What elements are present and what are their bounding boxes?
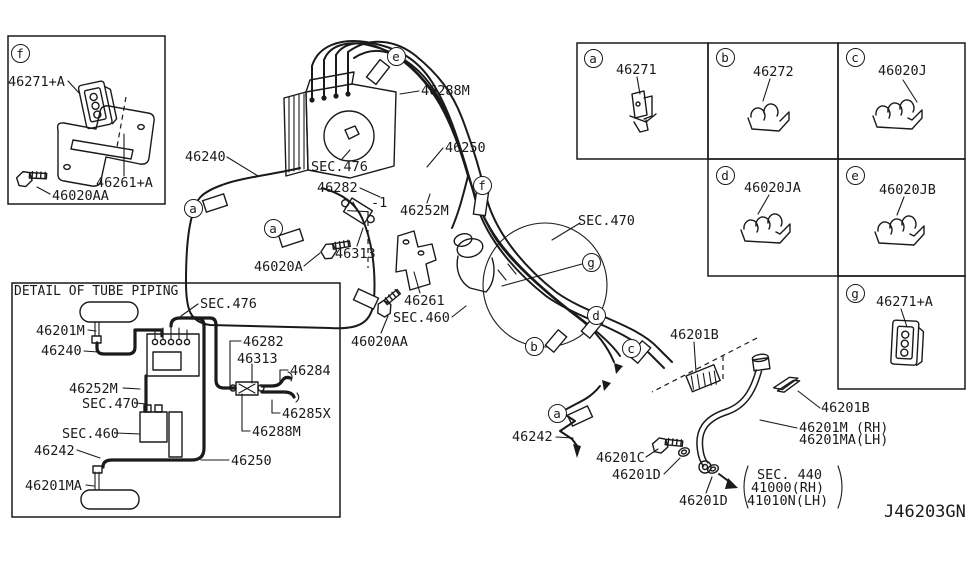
label-41000: 41000(RH) [751, 480, 825, 496]
sec470-area-drawing [453, 222, 608, 348]
grid-part-46020J: 46020J [878, 63, 927, 79]
label-d-46242: 46242 [34, 443, 75, 459]
detail-piping-drawing [79, 301, 300, 510]
label-46313: 46313 [335, 246, 376, 262]
marker-f-main: f [472, 175, 492, 195]
label-d-46288M: 46288M [252, 424, 301, 440]
grid-part-46271A: 46271+A [876, 294, 933, 310]
label-sec440: SEC. 440 [757, 467, 823, 483]
label-46242: 46242 [512, 429, 553, 445]
label-sec476: SEC.476 [311, 159, 368, 175]
grid-marker-b: b [715, 47, 735, 67]
label-46201B-right: 46201B [821, 400, 870, 416]
label-d-46282: 46282 [243, 334, 284, 350]
bracket-46261-drawing [395, 230, 437, 291]
grid-part-46272: 46272 [753, 64, 794, 80]
label-46201D-2: 46201D [679, 493, 728, 509]
label-46261: 46261 [404, 293, 445, 309]
grid-marker-c: c [845, 47, 865, 67]
label-46020AA: 46020AA [351, 334, 408, 350]
inset-bolt-drawing [14, 164, 50, 190]
tube-46242-drawing [559, 385, 601, 458]
label-46020A: 46020A [254, 259, 303, 275]
connector-46313-drawing [341, 197, 375, 225]
marker-f-inset: f [10, 43, 30, 63]
label-46201MA-lh: 46201MA(LH) [799, 432, 889, 448]
marker-g-main: g [581, 252, 601, 272]
label-d-sec470: SEC.470 [82, 396, 139, 412]
label-46288M: 46288M [421, 83, 470, 99]
tube-clips [201, 58, 652, 428]
marker-a-main-2: a [263, 218, 283, 238]
leader-lines [76, 76, 918, 494]
label-sec470: SEC.470 [578, 213, 635, 229]
label-d-46201MA: 46201MA [25, 478, 82, 494]
label-46201M-rh: 46201M (RH) [799, 420, 889, 436]
grid-marker-g: g [845, 283, 865, 303]
label-46261A-inset: 46261+A [96, 175, 153, 191]
label-d-46252M: 46252M [69, 381, 118, 397]
label-d-46240: 46240 [41, 343, 82, 359]
grid-marker-a: a [583, 48, 603, 68]
marker-b-main: b [524, 336, 544, 356]
grid-marker-e: e [845, 165, 865, 185]
abs-actuator-drawing [283, 51, 397, 179]
label-d-46284: 46284 [290, 363, 331, 379]
label-46282: 46282 [317, 180, 358, 196]
parts-grid-frame [576, 42, 966, 390]
label-d-46250: 46250 [231, 453, 272, 469]
label-46240: 46240 [185, 149, 226, 165]
marker-a-main-3: a [547, 403, 567, 423]
label-46201B-top: 46201B [670, 327, 719, 343]
detail-box-title: DETAIL OF TUBE PIPING [14, 284, 179, 299]
label-d-46201M: 46201M [36, 323, 85, 339]
label-d-sec476: SEC.476 [200, 296, 257, 312]
grid-part-46020JA: 46020JA [744, 180, 801, 196]
label-d-46313: 46313 [237, 351, 278, 367]
grid-marker-d: d [715, 165, 735, 185]
label-d-46285X: 46285X [282, 406, 331, 422]
label-46201D-1: 46201D [612, 467, 661, 483]
grid-part-46020JB: 46020JB [879, 182, 936, 198]
marker-d-main: d [586, 305, 606, 325]
label-46252M: 46252M [400, 203, 449, 219]
grid-part-46271: 46271 [616, 62, 657, 78]
marker-c-main: c [621, 338, 641, 358]
marker-a-main-1: a [183, 198, 203, 218]
inset-frame [7, 35, 166, 205]
label-46250: 46250 [445, 140, 486, 156]
label-41010N: 41010N(LH) [747, 493, 829, 509]
inset-bracket-drawing [56, 96, 155, 187]
label-sec460: SEC.460 [393, 310, 450, 326]
label-d-sec460: SEC.460 [62, 426, 119, 442]
label-46201C: 46201C [596, 450, 645, 466]
label-46020AA-inset: 46020AA [52, 188, 109, 204]
detail-box-frame [11, 282, 341, 518]
grid-part-icons [629, 90, 925, 367]
label-dash1: -1 [371, 195, 388, 211]
marker-e-main: e [386, 46, 406, 66]
label-46271A-inset: 46271+A [8, 74, 65, 90]
drawing-code: J46203GN [884, 502, 966, 522]
brake-hose-drawing [650, 337, 843, 509]
